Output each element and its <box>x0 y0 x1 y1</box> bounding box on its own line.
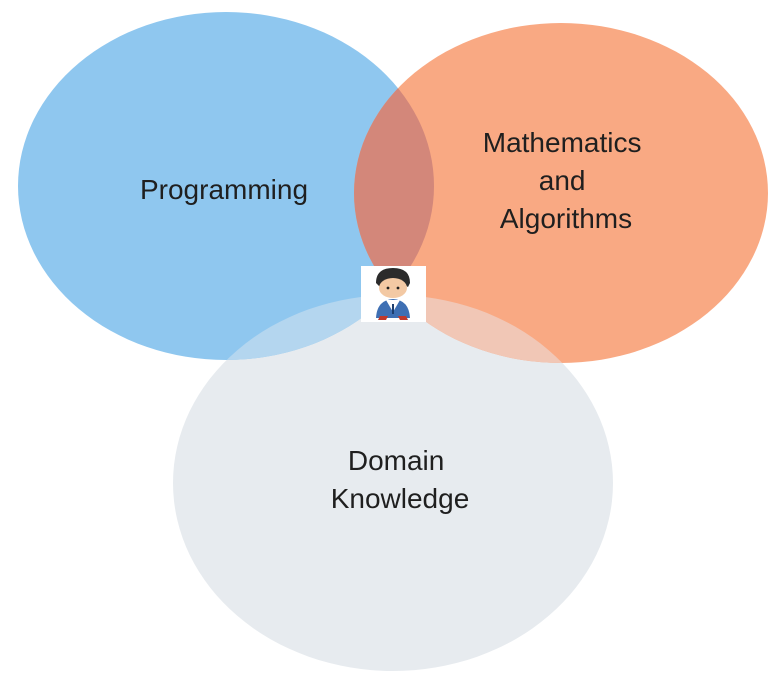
programming-label-line: Programming <box>140 174 308 205</box>
mathematics-label-line-2: and <box>539 165 586 196</box>
programming-label: Programming <box>140 174 308 205</box>
mathematics-circle <box>354 23 768 363</box>
domain-knowledge-circle <box>173 295 613 671</box>
mathematics-label: Mathematics and Algorithms <box>483 127 650 234</box>
domain-knowledge-label: Domain Knowledge <box>331 445 470 514</box>
mathematics-label-line-1: Mathematics <box>483 127 642 158</box>
domain-label-line-1: Domain <box>348 445 444 476</box>
mathematics-label-line-3: Algorithms <box>500 203 632 234</box>
programming-circle <box>18 12 434 360</box>
domain-label-line-2: Knowledge <box>331 483 470 514</box>
data-scientist-avatar-icon <box>361 266 426 322</box>
